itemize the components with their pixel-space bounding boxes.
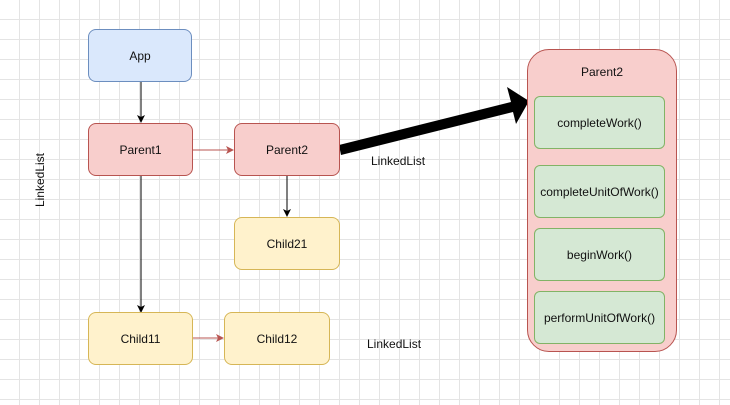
child21-node[interactable]: Child21	[234, 217, 340, 270]
linkedlist-label-vertical: LinkedList	[33, 152, 47, 208]
big-arrow	[339, 87, 529, 155]
parent2-node[interactable]: Parent2	[234, 123, 340, 176]
perform-unit-of-work-node[interactable]: performUnitOfWork()	[534, 291, 665, 344]
complete-work-node[interactable]: completeWork()	[534, 96, 665, 149]
linkedlist-label-top: LinkedList	[371, 154, 426, 168]
child11-node[interactable]: Child11	[88, 312, 193, 365]
container-title: Parent2	[580, 65, 624, 79]
linkedlist-label-bottom: LinkedList	[367, 337, 422, 351]
app-node[interactable]: App	[88, 29, 192, 82]
begin-work-node[interactable]: beginWork()	[534, 228, 665, 281]
parent1-node[interactable]: Parent1	[88, 123, 193, 176]
complete-unit-of-work-node[interactable]: completeUnitOfWork()	[534, 165, 665, 218]
child12-node[interactable]: Child12	[224, 312, 330, 365]
